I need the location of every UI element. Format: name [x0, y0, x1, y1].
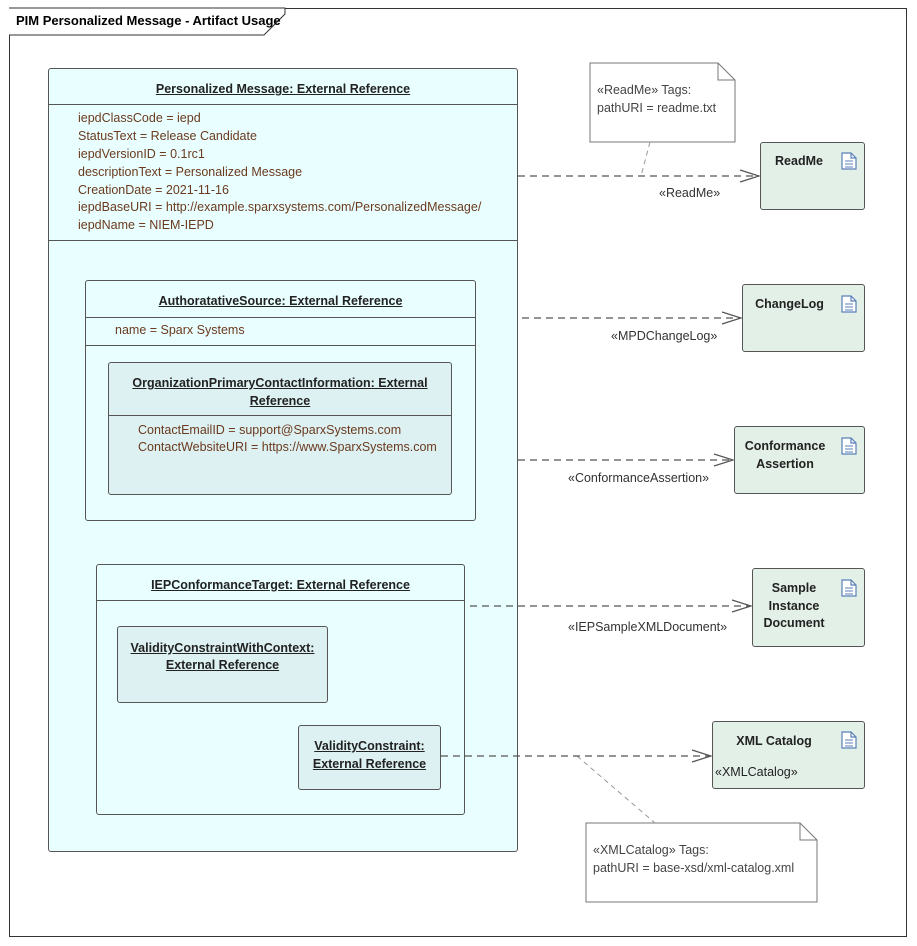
- personalized-message-attribute: iepdName = NIEM-IEPD: [78, 218, 214, 232]
- conformance-artifact[interactable]: [734, 426, 865, 494]
- authoritative-source-attribute: name = Sparx Systems: [115, 323, 245, 337]
- document-icon: [841, 295, 857, 313]
- sample-artifact-title-line1: Sample: [771, 581, 817, 595]
- personalized-message-attribute: iepdBaseURI = http://example.sparxsystem…: [78, 200, 482, 214]
- diagram-title: PIM Personalized Message - Artifact Usag…: [16, 13, 281, 28]
- catalog-note-fold: [799, 823, 817, 841]
- personalized-message-attribute: iepdClassCode = iepd: [78, 111, 201, 125]
- readme-note-fold: [717, 63, 735, 81]
- org-contact-title-line1: OrganizationPrimaryContactInformation: E…: [132, 376, 428, 390]
- sample-artifact-title-line3: Document: [763, 616, 825, 630]
- org-contact-attribute: ContactEmailID = support@SparxSystems.co…: [138, 423, 402, 437]
- validity-constraint-class[interactable]: [298, 725, 441, 790]
- catalog-note-shape[interactable]: [585, 822, 818, 903]
- catalog-note-line1: «XMLCatalog» Tags:: [593, 843, 709, 857]
- sample-arrowhead: [731, 599, 753, 613]
- validity-constraint-title-line1: ValidityConstraint:: [314, 739, 425, 753]
- validity-constraint-title-line2: External Reference: [312, 757, 427, 771]
- readme-note-line2: pathURI = readme.txt: [597, 101, 717, 115]
- diagram-tab: [9, 7, 286, 36]
- xml-catalog-artifact-stereotype: «XMLCatalog»: [715, 765, 798, 779]
- readme-arrowhead: [739, 169, 761, 183]
- changelog-artifact[interactable]: [742, 284, 865, 352]
- org-contact-class[interactable]: [108, 362, 452, 495]
- validity-constraint-context-title-line1: ValidityConstraintWithContext:: [130, 641, 315, 655]
- personalized-message-attribute: iepdVersionID = 0.1rc1: [78, 147, 205, 161]
- validity-constraint-context-title-line2: External Reference: [165, 658, 280, 672]
- authoritative-source-title: AuthoratativeSource: External Reference: [158, 294, 403, 308]
- validity-constraint-context-class[interactable]: [117, 626, 328, 703]
- document-icon: [841, 579, 857, 597]
- personalized-message-divider-2: [48, 240, 518, 241]
- personalized-message-attribute: StatusText = Release Candidate: [78, 129, 257, 143]
- iep-conformance-target-divider: [96, 600, 465, 601]
- authoritative-source-divider-2: [85, 345, 476, 346]
- xml-catalog-artifact[interactable]: [712, 721, 865, 789]
- document-icon: [841, 152, 857, 170]
- org-contact-attribute: ContactWebsiteURI = https://www.SparxSys…: [138, 440, 437, 454]
- catalog-arrowhead: [691, 749, 713, 763]
- conformance-relation-label: «ConformanceAssertion»: [568, 471, 710, 485]
- readme-note-shape[interactable]: [589, 62, 736, 143]
- document-icon: [841, 731, 857, 749]
- catalog-note-link: [576, 755, 656, 824]
- sample-artifact-title-line2: Instance: [768, 599, 820, 613]
- changelog-relation-label: «MPDChangeLog»: [611, 329, 718, 343]
- conformance-artifact-title-line1: Conformance: [744, 439, 826, 453]
- personalized-message-divider-1: [48, 104, 518, 105]
- readme-note-link: [640, 141, 651, 177]
- readme-note-line1: «ReadMe» Tags:: [597, 83, 692, 97]
- iep-conformance-target-title: IEPConformanceTarget: External Reference: [151, 578, 410, 592]
- org-contact-title-line2: Reference: [249, 394, 311, 408]
- catalog-note-line2: pathURI = base-xsd/xml-catalog.xml: [593, 861, 795, 875]
- diagram-frame: [9, 8, 907, 937]
- org-contact-divider: [108, 415, 452, 416]
- readme-relation-label: «ReadMe»: [659, 186, 721, 200]
- conformance-artifact-title-line2: Assertion: [756, 457, 814, 471]
- personalized-message-attribute: descriptionText = Personalized Message: [78, 165, 303, 179]
- authoritative-source-divider-1: [85, 317, 476, 318]
- changelog-artifact-title: ChangeLog: [755, 297, 824, 311]
- readme-artifact-title: ReadMe: [775, 154, 823, 168]
- sample-relation-label: «IEPSampleXMLDocument»: [568, 620, 728, 634]
- document-icon: [841, 437, 857, 455]
- conformance-arrowhead: [713, 453, 735, 467]
- personalized-message-attribute: CreationDate = 2021-11-16: [78, 183, 229, 197]
- personalized-message-title: Personalized Message: External Reference: [155, 82, 411, 96]
- xml-catalog-artifact-title: XML Catalog: [736, 734, 812, 748]
- changelog-arrowhead: [721, 311, 743, 325]
